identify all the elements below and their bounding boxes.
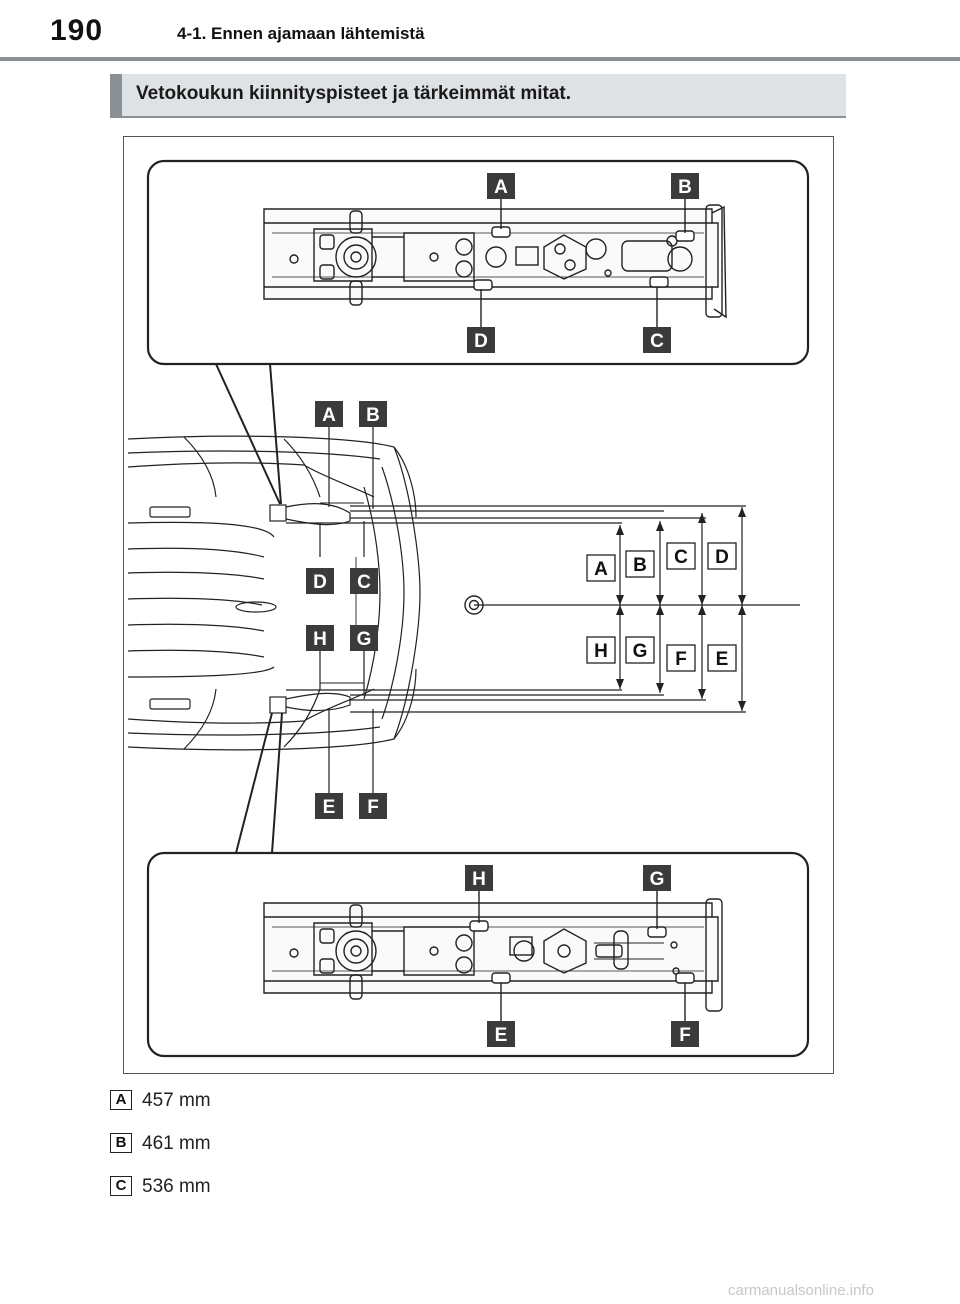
watermark: carmanualsonline.info: [728, 1282, 874, 1299]
svg-text:D: D: [715, 547, 729, 568]
svg-text:E: E: [495, 1025, 508, 1046]
svg-text:B: B: [366, 405, 380, 426]
dimension-label-h: H: [586, 636, 616, 664]
vehicle-callout-a: A: [315, 401, 343, 427]
vehicle-callout-b: B: [359, 401, 387, 427]
top-detail-panel: [146, 159, 810, 366]
legend-key-a: A: [110, 1090, 132, 1110]
dimension-label-b: B: [625, 550, 655, 578]
bottom-callout-g: G: [643, 865, 671, 891]
topic-title: Vetokoukun kiinnityspisteet ja tärkeimmä…: [136, 83, 572, 104]
top-callout-d: D: [467, 327, 495, 353]
dimension-label-f: F: [666, 644, 696, 672]
svg-text:B: B: [678, 177, 692, 198]
dimension-lines: [286, 505, 800, 713]
vehicle-callout-h: H: [306, 625, 334, 651]
bottom-frame-drawing: [263, 891, 723, 1021]
bottom-callout-e: E: [487, 1021, 515, 1047]
legend-value-c: 536 mm: [142, 1176, 211, 1197]
vehicle-callout-e: E: [315, 793, 343, 819]
legend-row-a: A 457 mm: [110, 1090, 410, 1114]
bottom-bolts: [469, 920, 695, 984]
top-frame-drawing: [263, 199, 727, 329]
bottom-detail-panel: [146, 851, 810, 1058]
svg-text:A: A: [594, 559, 608, 580]
svg-text:B: B: [633, 555, 647, 576]
legend-value-b: 461 mm: [142, 1133, 211, 1154]
page-number: 190: [50, 14, 104, 47]
dimension-label-e: E: [707, 644, 737, 672]
svg-text:F: F: [675, 649, 687, 670]
hitch-diagram: A B D C A B D C H G E F H G E F A B C D …: [123, 136, 834, 1074]
dimension-label-g: G: [625, 636, 655, 664]
center-marker: [464, 595, 484, 615]
svg-text:F: F: [679, 1025, 691, 1046]
banner-rule: [110, 116, 846, 118]
svg-text:G: G: [357, 629, 372, 650]
topic-banner: Vetokoukun kiinnityspisteet ja tärkeimmä…: [110, 74, 846, 116]
legend-key-b: B: [110, 1133, 132, 1153]
svg-text:A: A: [494, 177, 508, 198]
header-rule: [0, 57, 960, 61]
legend-value-a: 457 mm: [142, 1090, 211, 1111]
dimension-arrowheads: [616, 507, 746, 711]
legend-key-c: C: [110, 1176, 132, 1196]
dimension-label-c: C: [666, 542, 696, 570]
vehicle-callout-f: F: [359, 793, 387, 819]
hitch-diagram-svg: A B D C A B D C H G E F H G E F A B C D …: [127, 159, 810, 1058]
svg-text:H: H: [313, 629, 327, 650]
bottom-callout-f: F: [671, 1021, 699, 1047]
top-callout-c: C: [643, 327, 671, 353]
svg-text:E: E: [716, 649, 729, 670]
dimension-label-d: D: [707, 542, 737, 570]
svg-text:G: G: [633, 641, 648, 662]
svg-text:C: C: [650, 331, 664, 352]
svg-text:D: D: [474, 331, 488, 352]
vehicle-callout-g: G: [350, 625, 378, 651]
vehicle-callout-c: C: [350, 568, 378, 594]
vehicle-callout-d: D: [306, 568, 334, 594]
dimension-label-a: A: [586, 554, 616, 582]
legend-row-c: C 536 mm: [110, 1176, 410, 1200]
legend-row-b: B 461 mm: [110, 1133, 410, 1157]
svg-text:D: D: [313, 572, 327, 593]
svg-text:A: A: [322, 405, 336, 426]
svg-text:C: C: [357, 572, 371, 593]
svg-text:E: E: [323, 797, 336, 818]
bottom-callout-h: H: [465, 865, 493, 891]
section-title: 4-1. Ennen ajamaan lähtemistä: [177, 24, 425, 43]
svg-text:F: F: [367, 797, 379, 818]
top-callout-a: A: [487, 173, 515, 199]
page-header: 190 4-1. Ennen ajamaan lähtemistä: [0, 0, 960, 62]
svg-text:C: C: [674, 547, 688, 568]
svg-text:H: H: [594, 641, 608, 662]
svg-text:H: H: [472, 869, 486, 890]
top-callout-b: B: [671, 173, 699, 199]
svg-text:G: G: [650, 869, 665, 890]
